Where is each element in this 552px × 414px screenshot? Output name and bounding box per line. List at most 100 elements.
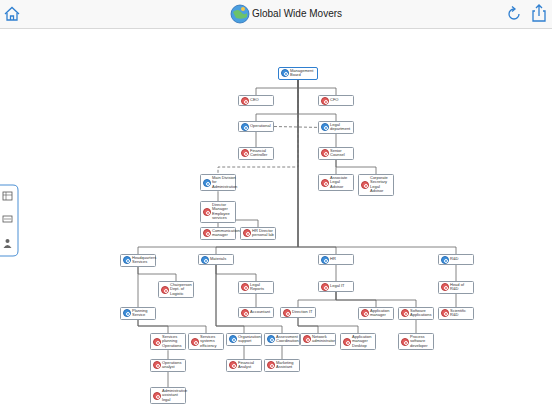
node-label: Operational [250,124,271,128]
node-label: Director Manager Employee services [212,203,234,221]
org-connector [336,134,337,147]
avatar-icon [153,361,161,369]
org-connector [138,267,139,307]
unit-icon [281,69,289,77]
node-label: Corporate Secretary Legal Advisor [370,176,392,194]
org-connector [138,320,206,333]
person-box: Accountant [238,307,274,318]
avatar-icon [321,97,329,105]
avatar-icon [229,361,237,369]
node-label: Associate Legal Advisor [330,176,352,189]
unit-icon [123,309,131,317]
node-label: CFO [330,98,338,102]
node-label: HR Director personal lab [252,229,274,238]
avatar-icon [241,149,249,157]
avatar-icon [401,309,409,317]
person-box: Services systems efficiency [188,333,224,350]
node-label: Scientific R&D [450,309,472,318]
org-connector [256,294,257,307]
org-connector [274,126,318,128]
node-label: Services systems efficiency [200,335,222,348]
avatar-icon [441,283,449,291]
unit-icon [267,335,275,343]
person-box: Head of R&D [438,281,474,294]
node-label: Head of R&D [450,283,472,292]
node-label: Chairperson Dept. of Logistic [170,283,192,296]
node-label: Services planning Operations [162,335,184,348]
share-icon [533,5,545,21]
person-box: Legal IT [318,281,354,292]
person-box: Financial Analyst [226,359,262,372]
node-label: Senior Counsel [330,149,352,158]
org-connector [336,160,376,174]
node-label: Network administrator [312,335,335,344]
avatar-icon [161,286,169,294]
person-box: Process software developer [398,333,434,350]
node-label: Legal Reports [250,283,272,292]
node-label: Main Division for Administration [212,176,237,189]
avatar-icon [321,149,329,157]
person-box: Marketing Assistant [264,359,300,372]
node-label: CEO [250,98,259,102]
avatar-icon [303,335,311,343]
org-connector [336,292,376,307]
org-connector [216,265,244,333]
person-box: Administrative assistant legal [150,387,186,404]
unit-box: Materials [198,254,234,265]
org-connector [256,80,298,95]
person-box: Software Applications [398,307,434,320]
person-box: Corporate Secretary Legal Advisor [358,174,394,196]
org-connector [298,80,456,254]
node-label: Legal department [330,123,352,132]
avatar-icon [243,229,251,237]
org-connector [336,265,337,281]
node-label: Planning Service [132,309,154,318]
refresh-icon [509,7,519,20]
person-box: Application manager Desktop [340,333,376,350]
person-box: Communications manager [200,227,236,240]
avatar-icon [361,309,369,317]
unit-icon [241,123,249,131]
node-label: Application manager [370,309,392,318]
person-box: Scientific R&D [438,307,474,320]
person-box: CFO [318,95,354,106]
node-label: Administrative assistant legal [162,389,187,402]
person-box: HR Director personal lab [240,227,276,240]
node-label: Financial Controller [250,149,272,158]
node-label: Assessment Coordination [276,335,299,344]
node-label: Legal IT [330,284,344,288]
avatar-icon [321,179,329,187]
org-connector [138,267,176,281]
unit-box: Organization support [226,333,262,346]
person-box: Financial Controller [238,147,274,160]
node-label: Marketing Assistant [276,361,298,370]
node-label: Communications manager [212,229,242,238]
org-connector [456,294,457,307]
unit-box: Operational [238,121,274,132]
avatar-icon [361,181,369,189]
avatar-icon [267,361,275,369]
unit-icon [321,256,329,264]
person-box: Director Manager Employee services [200,201,236,223]
avatar-icon [343,338,351,346]
unit-box: Legal department [318,121,354,134]
org-connector [138,320,168,333]
person-box: Associate Legal Advisor [318,174,354,191]
org-connector [282,346,283,359]
node-label: Management Board [290,69,316,78]
person-box: Services planning Operations [150,333,186,350]
unit-box: Assessment Coordination [264,333,300,346]
avatar-icon [241,97,249,105]
node-label: Operations analyst [162,361,184,370]
avatar-icon [401,338,409,346]
org-connector [298,318,318,333]
unit-box: R&D [438,254,474,265]
unit-box: HR [318,254,354,265]
org-connector [456,265,457,281]
avatar-icon [153,338,161,346]
avatar-icon [241,283,249,291]
org-connector [298,292,336,307]
org-connector [336,292,416,307]
